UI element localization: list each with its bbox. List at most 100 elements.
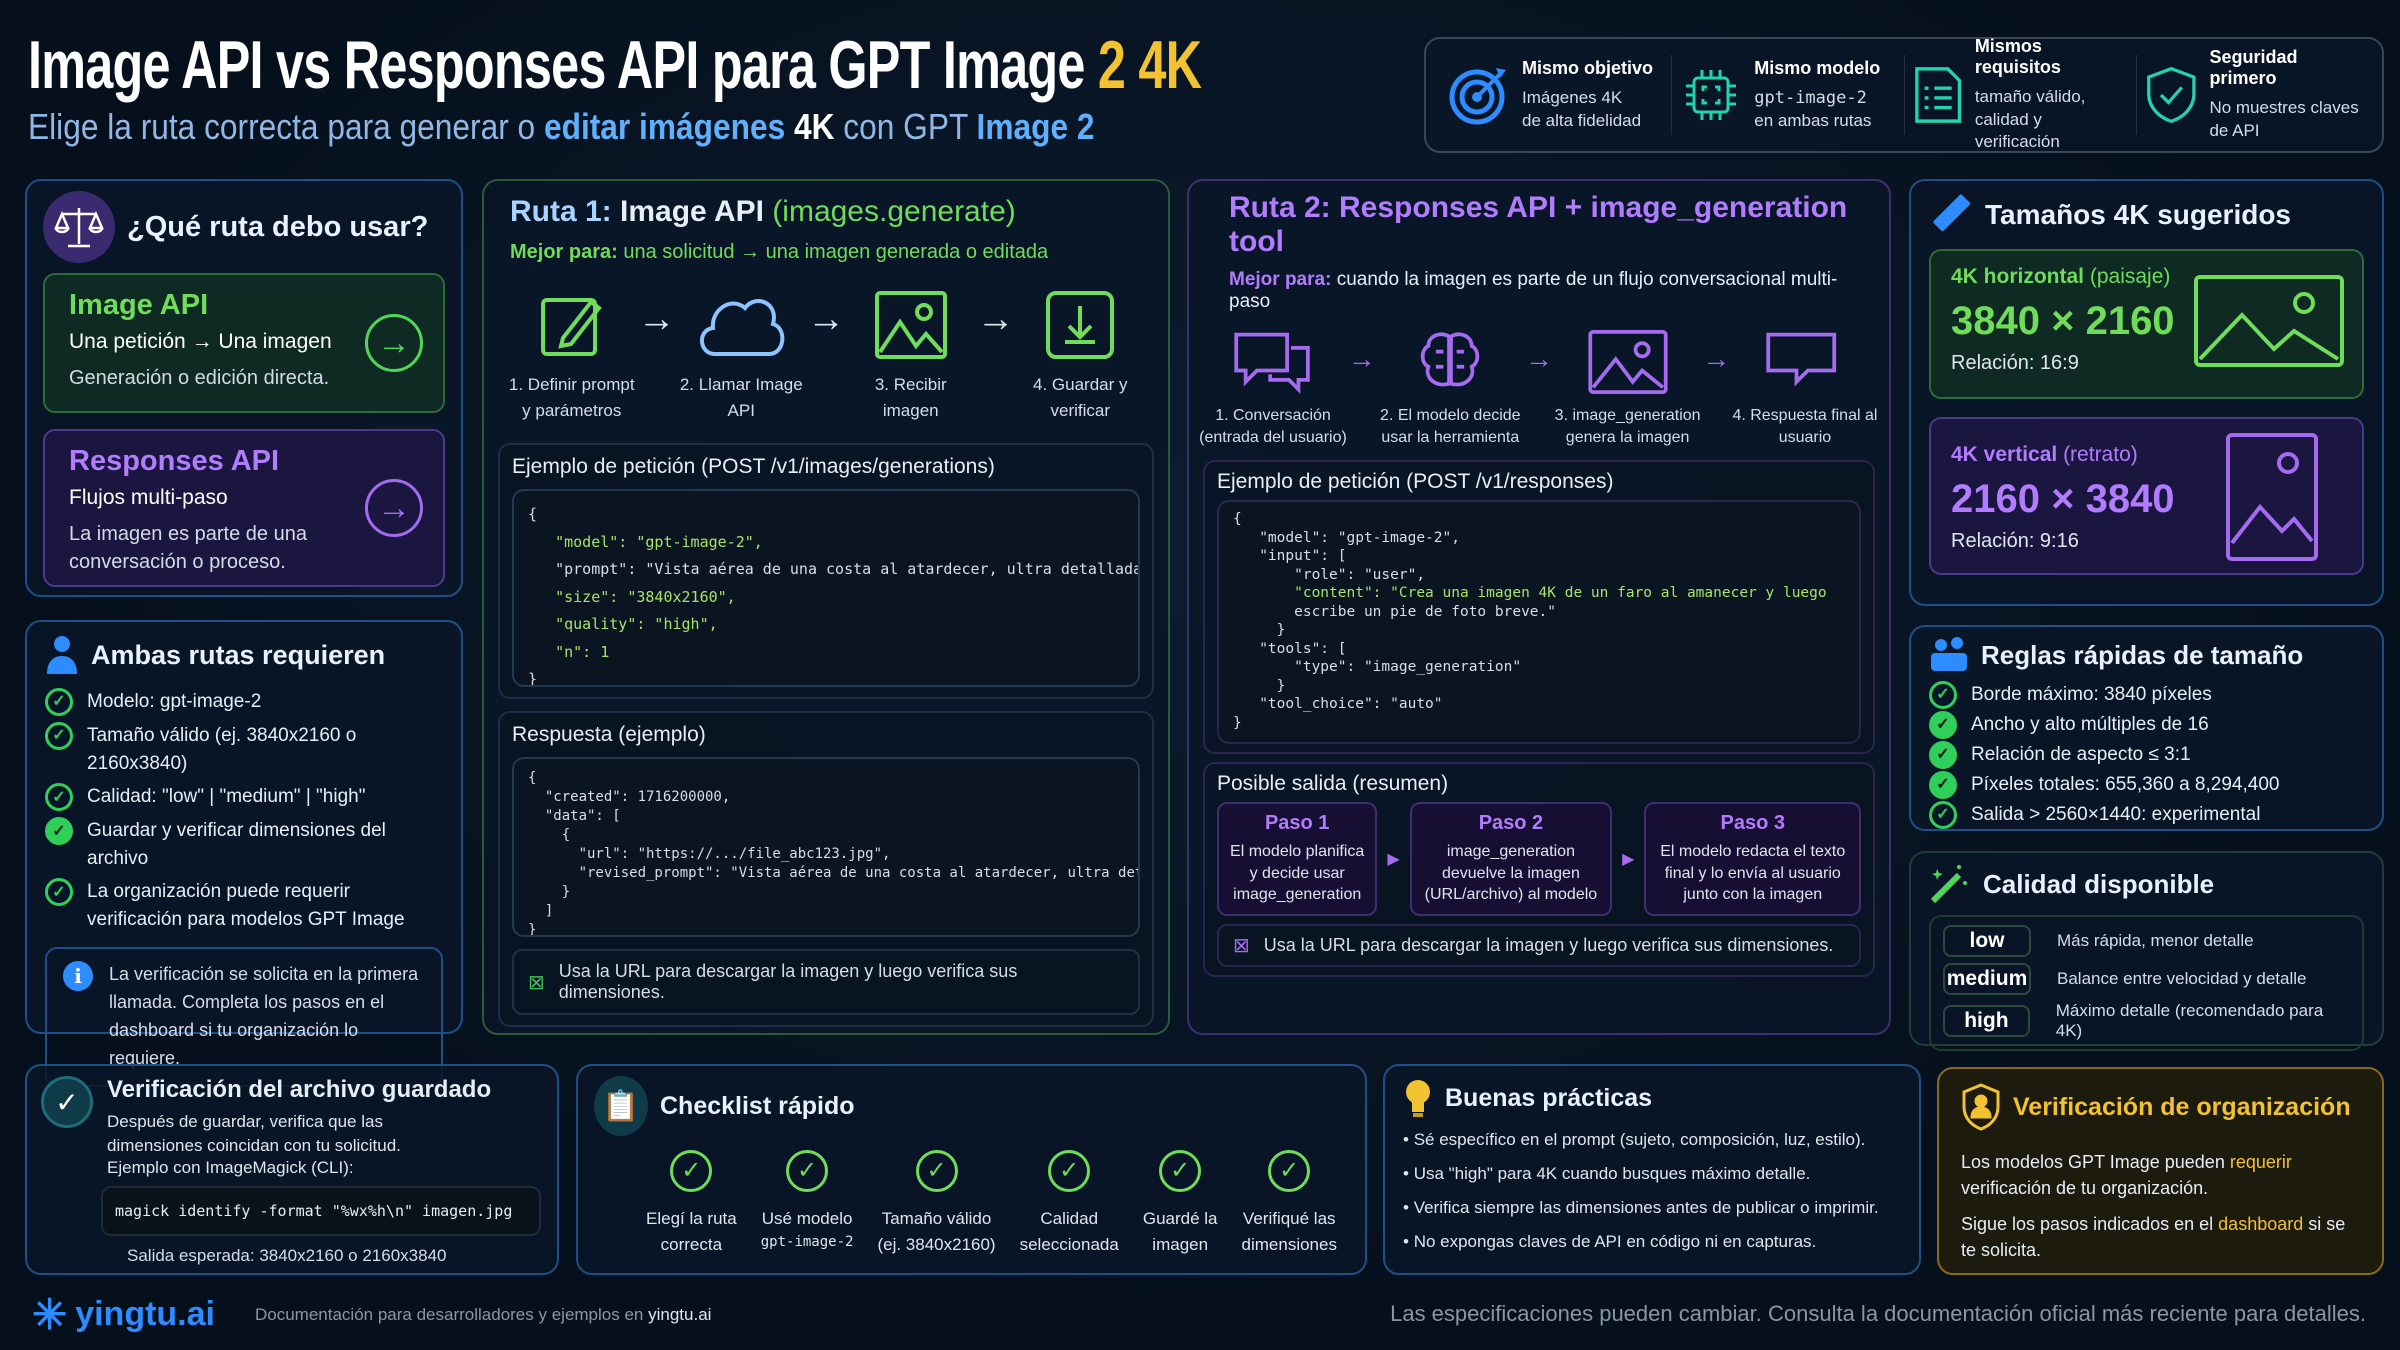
code-line: "data": [ xyxy=(528,808,621,824)
magick-command[interactable]: magick identify -format "%wx%h\n" imagen… xyxy=(101,1185,541,1236)
footer-doc-link[interactable]: yingtu.ai xyxy=(648,1304,712,1324)
check-circle-icon: ✓ xyxy=(41,1076,93,1128)
check-circle-icon: ✓ xyxy=(786,1150,829,1192)
route1-steps: 1. Definir prompt y parámetros → 2. Llam… xyxy=(498,290,1154,423)
code-line: ] xyxy=(528,903,554,919)
checklist-step-line2: seleccionada xyxy=(1019,1235,1119,1255)
logo-text: yingtu.ai xyxy=(75,1295,215,1333)
checklist-header: 📋Checklist rápido xyxy=(594,1076,1349,1136)
route1-best-for: Mejor para: una solicitud → una imagen g… xyxy=(498,241,1154,264)
arrow-icon: → xyxy=(807,298,845,340)
arrow-icon: → xyxy=(1702,343,1731,374)
code-line: { xyxy=(528,505,538,523)
step-label: 3. image_generation genera la imagen xyxy=(1554,407,1701,446)
responses-api-card-line1: Flujos multi-paso xyxy=(69,486,228,509)
route1-title-part: Image API xyxy=(620,195,773,228)
arrow-right-icon[interactable]: → xyxy=(365,314,423,372)
output-step-title: Paso 1 xyxy=(1264,812,1330,835)
title-main: Image API vs Responses API para GPT Imag… xyxy=(28,27,1098,103)
output-title: Posible salida (resumen) xyxy=(1217,772,1449,796)
org-link-require[interactable]: requerir xyxy=(2229,1152,2292,1172)
checklist-item-text: La organización puede requerir verificac… xyxy=(87,881,405,930)
size-card-horizontal[interactable]: 4K horizontal (paisaje) 3840 × 2160 Rela… xyxy=(1929,249,2364,399)
chat-reply-icon xyxy=(1766,332,1837,387)
verify-image-icon: ⊠ xyxy=(528,971,545,994)
arrow-icon: → xyxy=(976,298,1015,340)
request-code-block[interactable]: { "model": "gpt-image-2", "input": [ "ro… xyxy=(1217,500,1861,745)
code-line: } xyxy=(1233,677,1286,694)
code-line: { xyxy=(528,827,571,843)
response-title: Respuesta (ejemplo) xyxy=(512,723,706,746)
org-text: si se te solicita. xyxy=(1961,1214,2346,1261)
code-line: "quality": "high", xyxy=(528,615,718,633)
request-code-block[interactable]: { "model": "gpt-image-2", "prompt": "Vis… xyxy=(512,489,1140,687)
subtitle-part: editar imágenes xyxy=(543,106,794,147)
note-text: Usa la URL para descargar la imagen y lu… xyxy=(558,961,1018,1002)
code-line: "created": 1716200000, xyxy=(528,789,731,805)
quality-level: medium xyxy=(1943,963,2031,995)
arrow-right-icon[interactable]: → xyxy=(365,479,423,537)
best-for-text: cuando la imagen es parte de un flujo co… xyxy=(1229,269,1838,312)
output-step-text: image_generation devuelve la imagen (URL… xyxy=(1424,843,1598,904)
route1-response-section: Respuesta (ejemplo) { "created": 1716200… xyxy=(498,711,1154,1027)
practice-text: Sé específico en el prompt (sujeto, comp… xyxy=(1413,1130,1866,1149)
lightbulb-icon xyxy=(1406,1080,1430,1117)
checklist-step[interactable]: ✓Tamaño válido(ej. 3840x2160) xyxy=(877,1142,996,1259)
yingtu-logo[interactable]: ✳yingtu.ai xyxy=(32,1290,215,1339)
size-card-vertical[interactable]: 4K vertical (retrato) 2160 × 3840 Relaci… xyxy=(1929,417,2364,575)
code-line: } xyxy=(1233,622,1286,639)
play-arrow-icon: ▶ xyxy=(1622,851,1635,869)
route1-title-part: Ruta 1: xyxy=(510,195,621,228)
landscape-image-icon xyxy=(2194,275,2344,367)
step-label: 4. Respuesta final al usuario xyxy=(1732,407,1878,446)
practice-item: • Usa "high" para 4K cuando busques máxi… xyxy=(1403,1164,1811,1183)
image-api-card[interactable]: Image API Una petición → Una imagen Gene… xyxy=(43,273,445,413)
subtitle-part: con GPT xyxy=(834,106,977,147)
checklist-item-text: Salida > 2560×1440: experimental xyxy=(1971,804,2261,825)
response-code-block[interactable]: { "created": 1716200000, "data": [ { "ur… xyxy=(512,757,1140,937)
title-accent: 2 4K xyxy=(1097,27,1202,103)
best-for-label: Mejor para: xyxy=(1229,269,1332,290)
check-circle-icon: ✓ xyxy=(915,1150,958,1192)
route1-title-part: (images.generate) xyxy=(772,195,1016,228)
route2-step: 4. Respuesta final al usuario xyxy=(1731,329,1879,448)
check-circle-icon: ✓ xyxy=(1929,771,1957,799)
check-circle-icon: ✓ xyxy=(45,722,73,750)
org-title: Verificación de organización xyxy=(2013,1092,2351,1121)
checklist-item: ✓Calidad: "low" | "medium" | "high" xyxy=(45,783,443,812)
file-check-text: Después de guardar, verifica que las dim… xyxy=(107,1112,401,1155)
check-circle-icon: ✓ xyxy=(1929,681,1957,709)
check-circle-icon: ✓ xyxy=(1929,801,1957,829)
quality-desc: Balance entre velocidad y detalle xyxy=(2057,969,2307,988)
which-route-title: ¿Qué ruta debo usar? xyxy=(127,210,429,243)
highlight-text: gpt-image-2 xyxy=(1754,87,1867,108)
sparkle-icon: ✳ xyxy=(32,1291,68,1338)
org-link-dashboard[interactable]: dashboard xyxy=(2218,1214,2304,1235)
check-circle-icon: ✓ xyxy=(1048,1150,1091,1192)
route1-step: 2. Llamar Image API xyxy=(676,290,808,423)
highlight-text: de alta fidelidad xyxy=(1522,110,1642,130)
cloud-icon xyxy=(700,299,785,356)
code-line: "model": "gpt-image-2", xyxy=(1233,529,1460,546)
highlight-text: tamaño válido, xyxy=(1974,86,2086,106)
route2-title: Ruta 2: Responses API + image_generation… xyxy=(1229,191,1848,258)
highlight-text: en ambas rutas xyxy=(1754,110,1872,130)
checklist-item-text: Borde máximo: 3840 píxeles xyxy=(1971,684,2212,705)
output-step: Paso 2 image_generation devuelve la image… xyxy=(1409,802,1613,916)
responses-api-card[interactable]: Responses API Flujos multi-paso La image… xyxy=(43,429,445,587)
checklist-step-line1: Verifiqué las xyxy=(1242,1209,1336,1228)
output-step-title: Paso 2 xyxy=(1478,812,1544,835)
subtitle-part: Elige la ruta correcta para generar o xyxy=(28,106,544,147)
best-for-text: una solicitud → una imagen generada o ed… xyxy=(617,241,1049,263)
